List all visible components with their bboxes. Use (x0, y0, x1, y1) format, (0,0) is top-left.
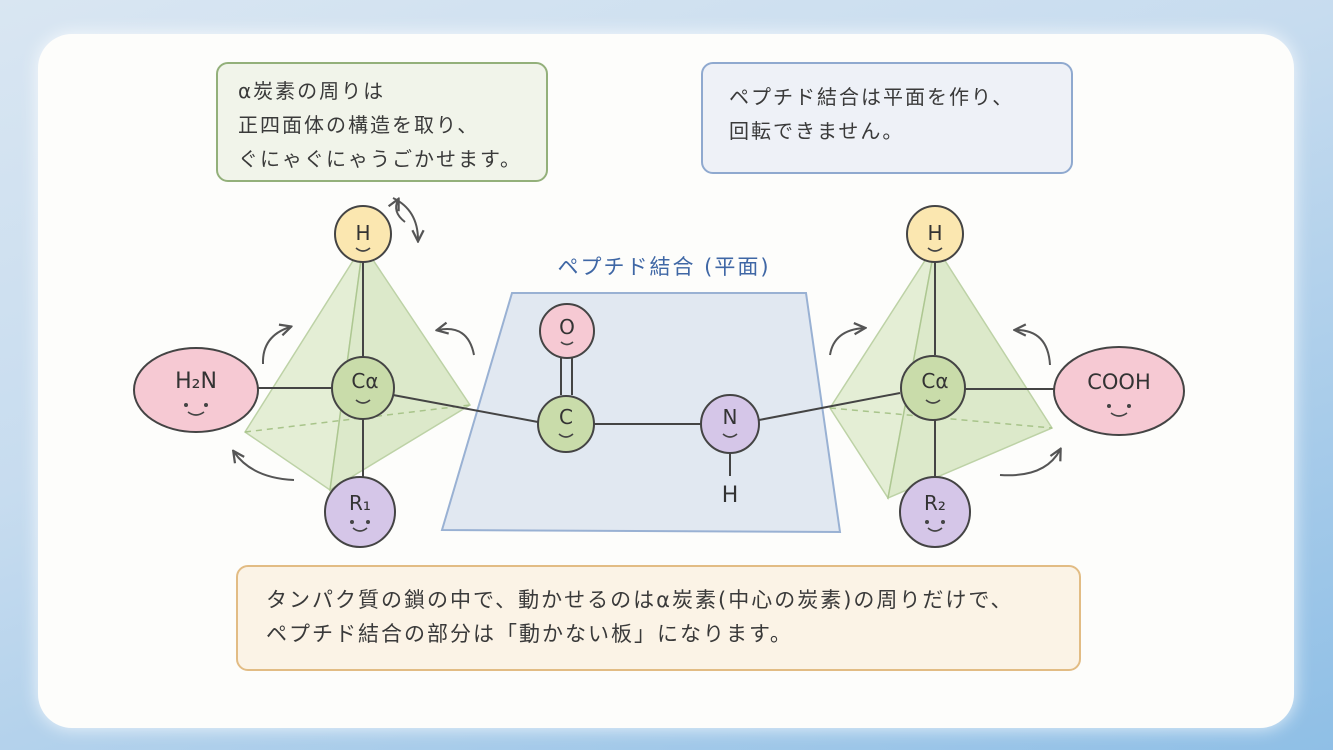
atom-n-label: N (723, 405, 738, 429)
arrow-icon (261, 327, 290, 365)
bonds (258, 260, 1055, 480)
atom-r1: R₁ (324, 476, 396, 548)
note-peptide-bond: ペプチド結合は平面を作り、 回転できません。 (701, 62, 1073, 174)
atom-h-left: H (334, 205, 392, 263)
peptide-plane (440, 292, 842, 534)
note-summary: タンパク質の鎖の中で、動かせるのはα炭素(中心の炭素)の周りだけで、 ペプチド結… (236, 565, 1081, 671)
atom-h-n-label: H (722, 483, 739, 508)
atom-r1-label: R₁ (349, 491, 371, 515)
atom-o: O (539, 303, 595, 359)
plane-label: ペプチド結合 (平面) (557, 255, 770, 279)
note-line: ペプチド結合の部分は「動かない板」になります。 (266, 622, 793, 646)
note-line: α炭素の周りは (238, 79, 386, 103)
atom-o-label: O (559, 315, 575, 339)
atom-h2n: H₂N (133, 347, 259, 433)
atom-ca-right-label: Cα (921, 369, 948, 393)
note-line: ペプチド結合は平面を作り、 (729, 85, 1015, 109)
atom-h-right: H (906, 205, 964, 263)
atom-cooh: COOH (1053, 346, 1185, 436)
note-alpha-carbon: α炭素の周りは 正四面体の構造を取り、 ぐにゃぐにゃうごかせます。 (216, 62, 548, 182)
arrow-icon (234, 452, 295, 481)
note-line: ぐにゃぐにゃうごかせます。 (238, 147, 522, 171)
arrow-icon (999, 450, 1060, 477)
atom-c-label: C (559, 405, 573, 429)
atom-ca-left: Cα (331, 356, 395, 420)
atom-ca-right: Cα (900, 355, 966, 421)
note-line: 回転できません。 (729, 119, 905, 143)
atom-h2n-label: H₂N (175, 369, 217, 394)
rotation-arrows (234, 198, 1060, 481)
atom-c: C (537, 395, 595, 453)
note-line: タンパク質の鎖の中で、動かせるのはα炭素(中心の炭素)の周りだけで、 (266, 588, 1014, 612)
arrow-icon (829, 328, 864, 356)
arrow-icon (1016, 330, 1051, 366)
atom-ca-left-label: Cα (351, 369, 378, 393)
atom-cooh-label: COOH (1087, 370, 1151, 394)
atom-r2-label: R₂ (924, 491, 946, 515)
atom-r2: R₂ (899, 476, 971, 548)
arrow-icon (396, 200, 406, 223)
atom-h-left-label: H (355, 221, 370, 245)
arrow-icon (438, 329, 475, 356)
note-line: 正四面体の構造を取り、 (238, 113, 480, 137)
atom-h-right-label: H (927, 221, 942, 245)
atom-n: N (700, 394, 760, 454)
